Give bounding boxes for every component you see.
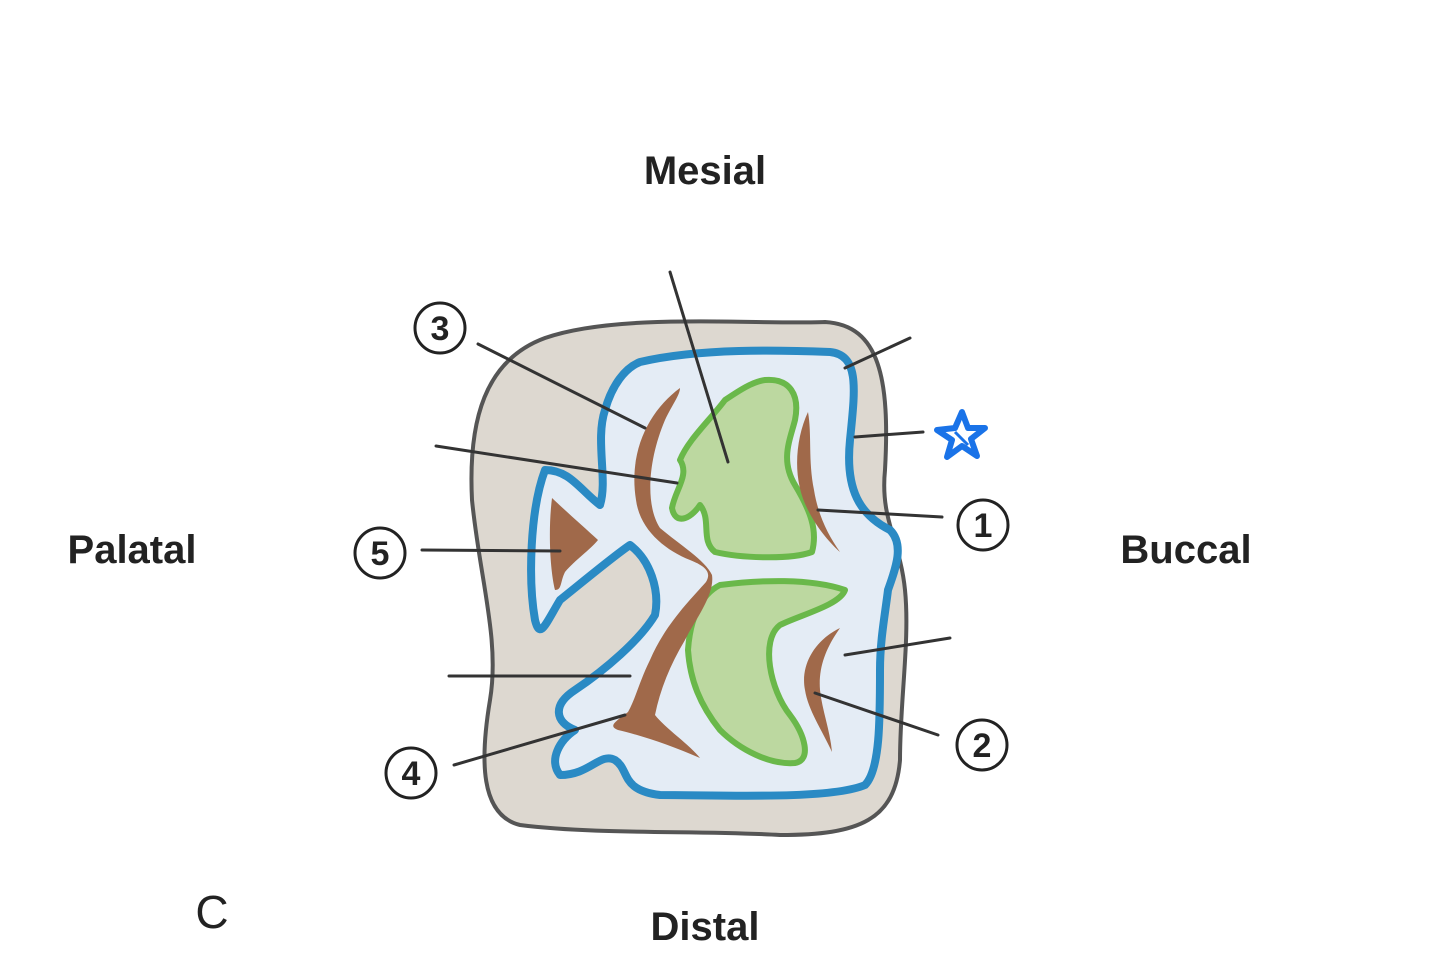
leader-line-4 — [452, 713, 627, 767]
callout-2: 2 — [955, 718, 1009, 772]
callout-3: 3 — [413, 301, 467, 355]
callout-2-text: 2 — [973, 727, 992, 765]
label-palatal: Palatal — [68, 528, 197, 572]
callout-5-text: 5 — [371, 535, 390, 573]
leader-line-top-center — [668, 270, 730, 464]
leader-line-5 — [420, 548, 562, 553]
leader-line-top-right — [843, 336, 912, 370]
leader-line-2 — [813, 691, 940, 737]
callout-4-text: 4 — [402, 755, 421, 793]
callout-1-text: 1 — [974, 507, 993, 545]
star-icon — [934, 409, 988, 460]
leader-line-1 — [816, 508, 944, 519]
callout-1: 1 — [956, 498, 1010, 552]
leader-line-right-lower — [843, 636, 952, 657]
leader-line-left-upper — [434, 444, 679, 485]
leader-line-star — [853, 430, 925, 439]
panel-letter: C — [195, 886, 228, 938]
green-area-distal — [685, 578, 848, 767]
callout-4: 4 — [384, 746, 438, 800]
brown-triangle-palatal — [549, 498, 598, 590]
brown-ridge-buccal-distal — [804, 628, 840, 752]
brown-ridge-palatal-central — [613, 388, 713, 758]
brown-ridge-buccal-mesial — [797, 412, 840, 552]
leader-line-3 — [476, 342, 647, 430]
label-distal: Distal — [651, 905, 760, 949]
label-mesial: Mesial — [644, 149, 766, 193]
green-area-mesial — [669, 376, 817, 561]
callout-5: 5 — [353, 526, 407, 580]
callout-3-text: 3 — [431, 310, 450, 348]
label-buccal: Buccal — [1120, 528, 1251, 572]
